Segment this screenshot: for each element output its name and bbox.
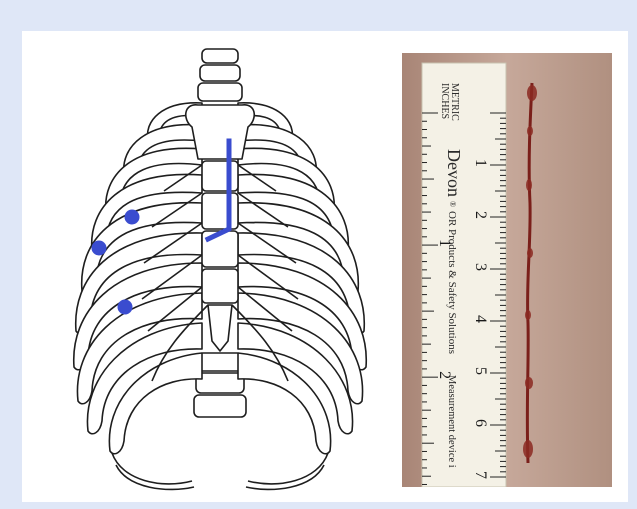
port-marker-1: [125, 210, 140, 225]
figure-panel: METRIC INCHES Devon ® OR Products & Safe…: [22, 31, 628, 502]
cm-label: 7: [472, 471, 489, 479]
ribs-left: [74, 103, 202, 454]
ribs-right: [238, 103, 366, 454]
ruler-registered: ®: [448, 201, 457, 207]
inch-label: 2: [436, 371, 453, 379]
port-marker-3: [118, 300, 133, 315]
inch-label: 1: [436, 239, 453, 247]
port-marker-2: [92, 241, 107, 256]
ruler-footer: Measurement device i: [446, 375, 457, 468]
ruler-brand: Devon: [444, 149, 464, 197]
cm-label: 1: [472, 159, 489, 167]
cm-label: 5: [472, 367, 489, 375]
measuring-ruler: METRIC INCHES Devon ® OR Products & Safe…: [422, 63, 506, 487]
cm-label: 3: [472, 263, 489, 271]
ruler-tagline: OR Products & Safety Solutions: [446, 211, 458, 354]
cm-label: 2: [472, 211, 489, 219]
cm-label: 4: [472, 315, 489, 323]
cm-label: 6: [472, 419, 489, 427]
incision-photo: METRIC INCHES Devon ® OR Products & Safe…: [402, 53, 612, 487]
rib-cage-illustration: [52, 41, 382, 496]
ruler-header-inches: INCHES: [439, 83, 450, 119]
lower-ribs: [112, 453, 328, 489]
